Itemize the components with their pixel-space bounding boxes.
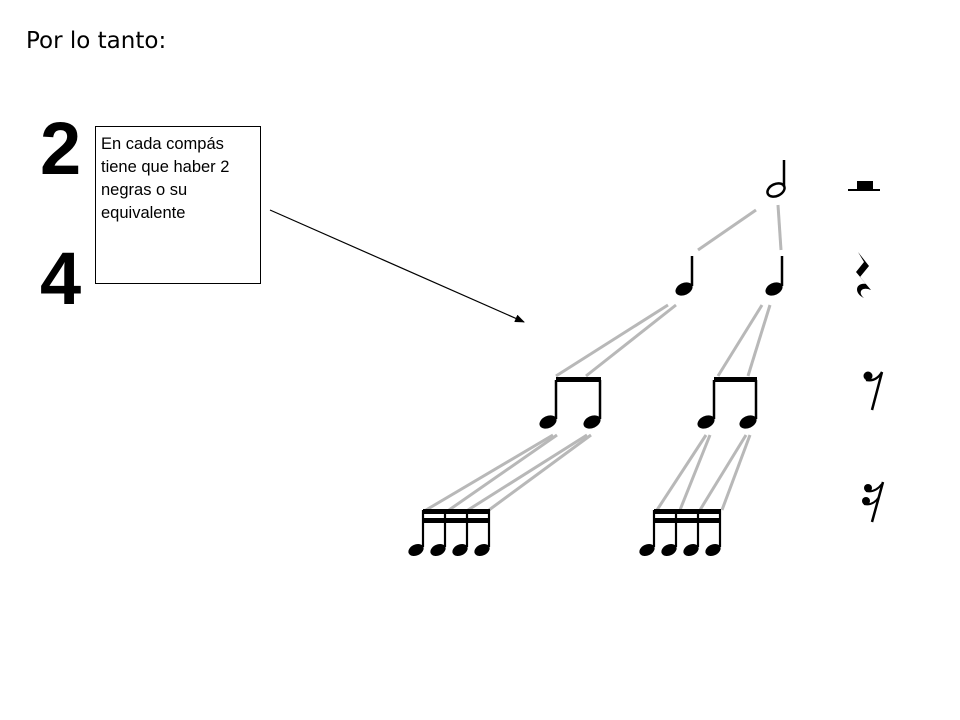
- slide-title: Por lo tanto:: [26, 28, 167, 54]
- quarter-note: [675, 256, 694, 296]
- eighth-note-pair: [697, 377, 758, 429]
- sixteenth-note-group: [639, 509, 722, 557]
- quarter-rest-icon: [856, 252, 871, 298]
- quarter-note: [765, 256, 784, 296]
- note-box: En cada compás tiene que haber 2 negras …: [95, 126, 261, 284]
- eighth-rest-icon: [863, 371, 884, 411]
- half-note: [766, 160, 786, 198]
- pointer-arrow: [269, 209, 525, 323]
- eighth-note-pair: [539, 377, 602, 429]
- half-rest-icon: [848, 181, 880, 191]
- time-signature-top: 2: [40, 107, 82, 190]
- time-signature-bottom: 4: [40, 237, 82, 320]
- sixteenth-note-group: [408, 509, 491, 557]
- tree-connectors: [425, 204, 783, 512]
- sixteenth-rest-icon: [862, 481, 885, 523]
